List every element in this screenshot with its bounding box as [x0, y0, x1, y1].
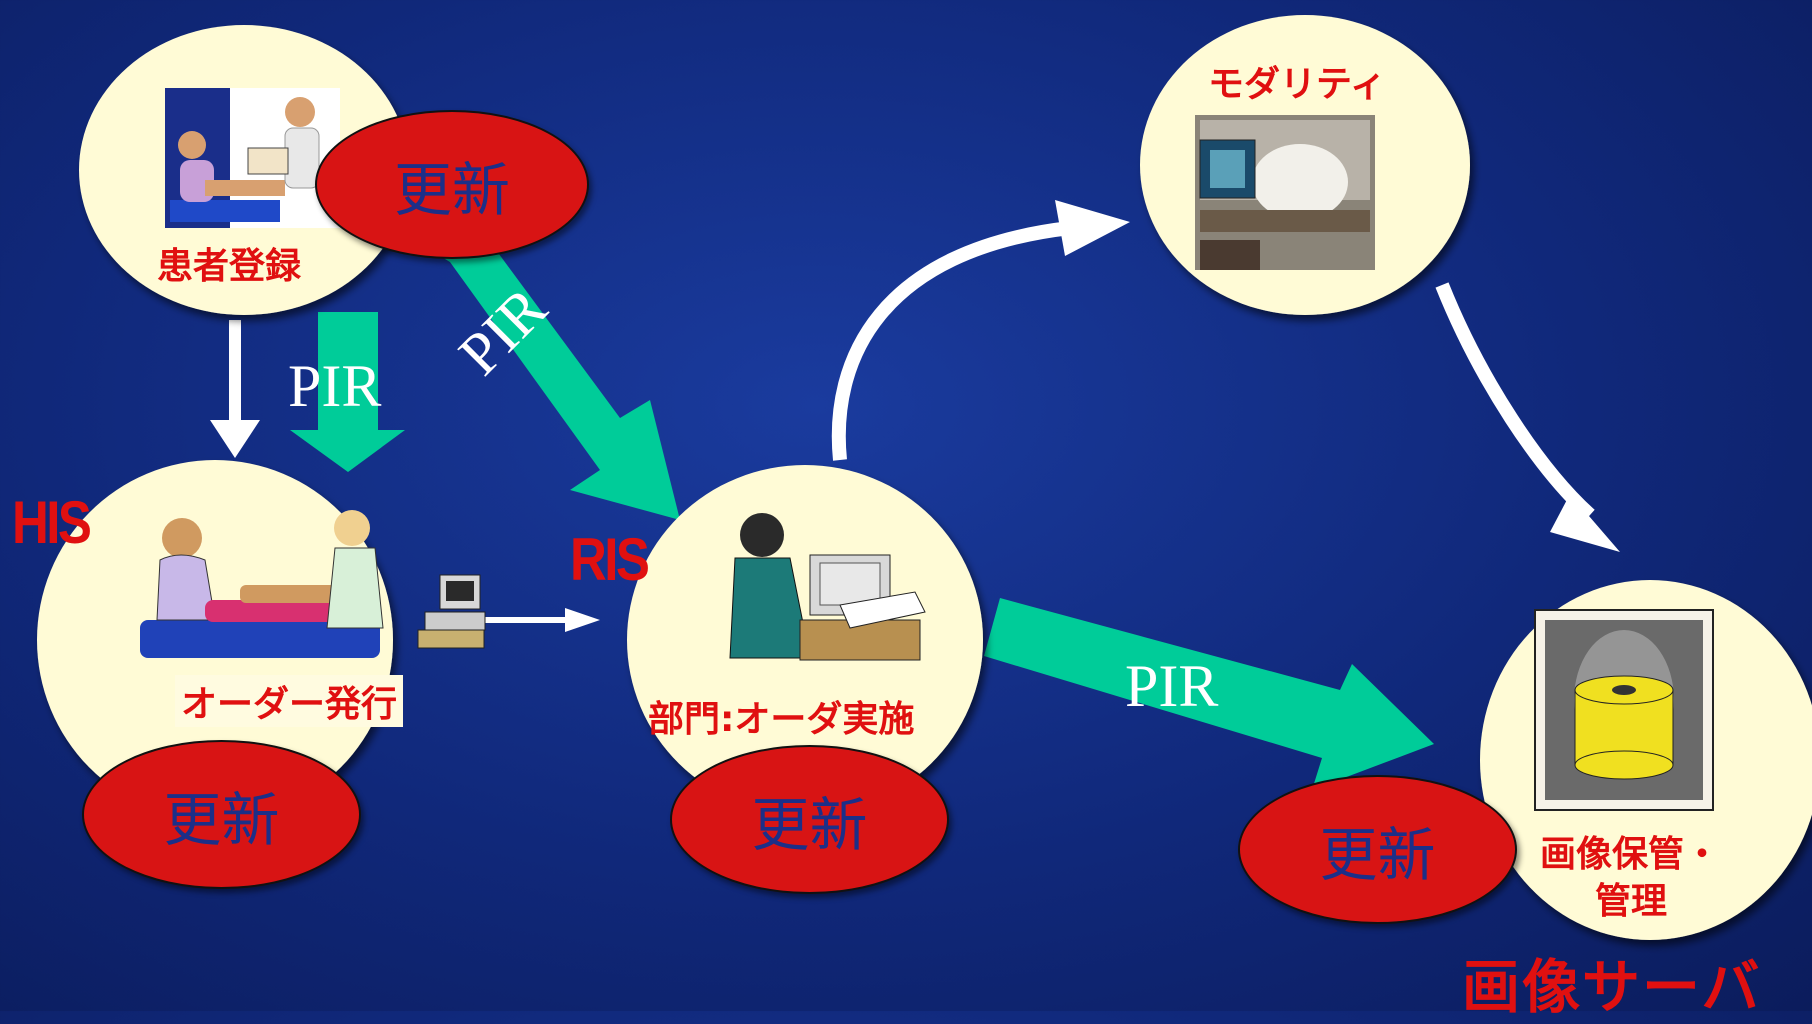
update-badge-registration[interactable]: 更新: [315, 110, 589, 259]
update-label-server: 更新: [1319, 820, 1436, 889]
pir-arrow-diagonal: [410, 212, 680, 520]
update-badge-server[interactable]: 更新: [1238, 775, 1517, 924]
update-label-registration: 更新: [393, 155, 510, 224]
label-image-archive-line1: 画像保管・: [1540, 834, 1721, 875]
update-badge-ris[interactable]: 更新: [670, 745, 949, 894]
label-image-archive-line2: 管理: [1595, 881, 1668, 922]
update-label-his: 更新: [163, 785, 280, 854]
archive-disc-image: [1534, 609, 1714, 811]
ris-department-illustration: [729, 513, 926, 661]
pir-label-to-server: PIR: [1125, 653, 1219, 719]
label-order-issue: オーダー発行: [175, 675, 404, 727]
his-order-illustration: [140, 510, 486, 658]
label-dept-order: 部門:オーダ実施: [648, 699, 915, 740]
label-modality: モダリティ: [1208, 64, 1386, 105]
patient-registration-illustration: [165, 88, 340, 228]
flow-arrow-his-to-ris: [480, 608, 600, 632]
system-label-ris: RIS: [570, 526, 650, 593]
modality-scanner-image: [1195, 115, 1375, 270]
pir-arrow-vertical: [290, 312, 405, 472]
system-label-his: HIS: [12, 489, 92, 556]
pir-label-vertical: PIR: [288, 353, 382, 419]
label-patient-registration: 患者登録: [157, 246, 302, 287]
flow-arrow-ris-to-modality: [831, 200, 1130, 461]
flow-arrow-modality-to-server: [1435, 282, 1620, 552]
flow-arrow-registration-to-his: [210, 320, 260, 458]
update-label-ris: 更新: [751, 790, 868, 859]
update-badge-his[interactable]: 更新: [82, 740, 361, 889]
pir-arrow-to-server: [984, 598, 1434, 790]
system-label-image-server: 画像サーバ: [1462, 953, 1762, 1021]
